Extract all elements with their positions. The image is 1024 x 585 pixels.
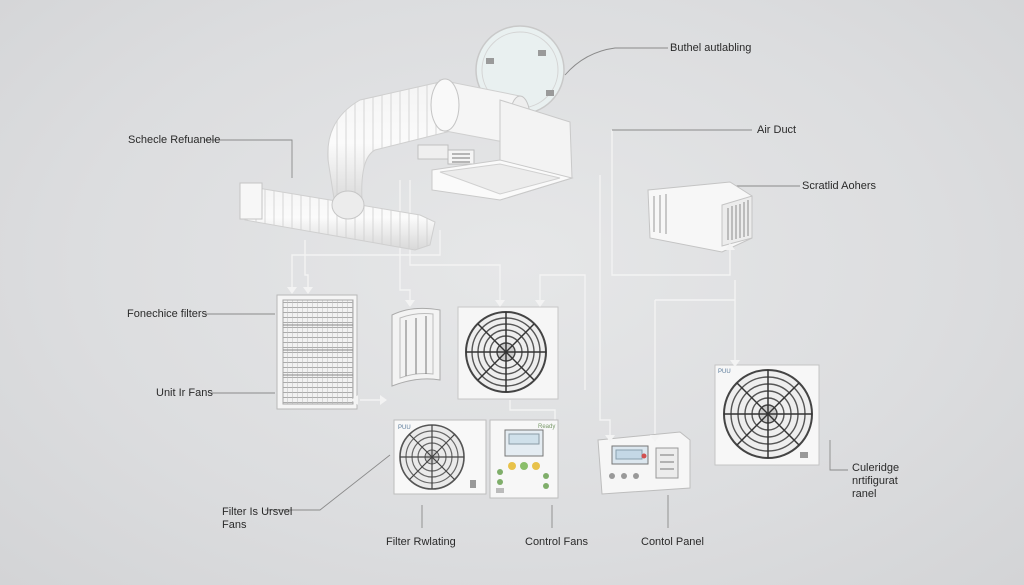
center-fan-unit bbox=[457, 306, 559, 400]
air-duct bbox=[239, 78, 574, 251]
unit-a-brand: PUU bbox=[398, 425, 411, 431]
label-cuberage-line1: Culeridge bbox=[852, 462, 900, 474]
label-filters: Fonechice filters bbox=[127, 308, 208, 320]
label-cuberage-line2: nrtifigurat bbox=[852, 475, 898, 487]
label-control-panel: Contol Panel bbox=[641, 536, 704, 548]
flow-arrows bbox=[287, 243, 740, 442]
control-fans-unit bbox=[489, 419, 559, 499]
unit-b-brand: PUU bbox=[718, 369, 731, 375]
label-schematic: Schecle Refuanele bbox=[128, 134, 221, 146]
leader-lines bbox=[205, 47, 848, 528]
label-air-duct: Air Duct bbox=[757, 124, 797, 136]
panel-brand: Ready bbox=[538, 424, 556, 430]
right-fan-unit bbox=[714, 364, 820, 466]
label-unit-fans: Unit Ir Fans bbox=[156, 387, 213, 399]
outdoor-fan-unit bbox=[393, 419, 487, 495]
wall-unit bbox=[647, 181, 753, 253]
control-panel-unit bbox=[597, 431, 691, 495]
label-filter-level-line2: Fans bbox=[222, 519, 247, 531]
label-cuberage-line3: ranel bbox=[852, 488, 877, 500]
filter-panel bbox=[276, 294, 358, 410]
label-cuberage: Culeridge nrtifigurat ranel bbox=[852, 462, 899, 501]
label-filter-rotating: Filter Rwlating bbox=[386, 536, 456, 548]
curved-filter bbox=[391, 307, 441, 387]
label-control-fans: Control Fans bbox=[525, 536, 588, 548]
label-top-right: Buthel autlabling bbox=[670, 42, 752, 54]
label-filter-level: Filter Is Ursvel Fans bbox=[222, 506, 292, 532]
label-scratch: Scratlid Aohers bbox=[802, 180, 876, 192]
label-filter-level-line1: Filter Is Ursvel bbox=[222, 506, 293, 518]
